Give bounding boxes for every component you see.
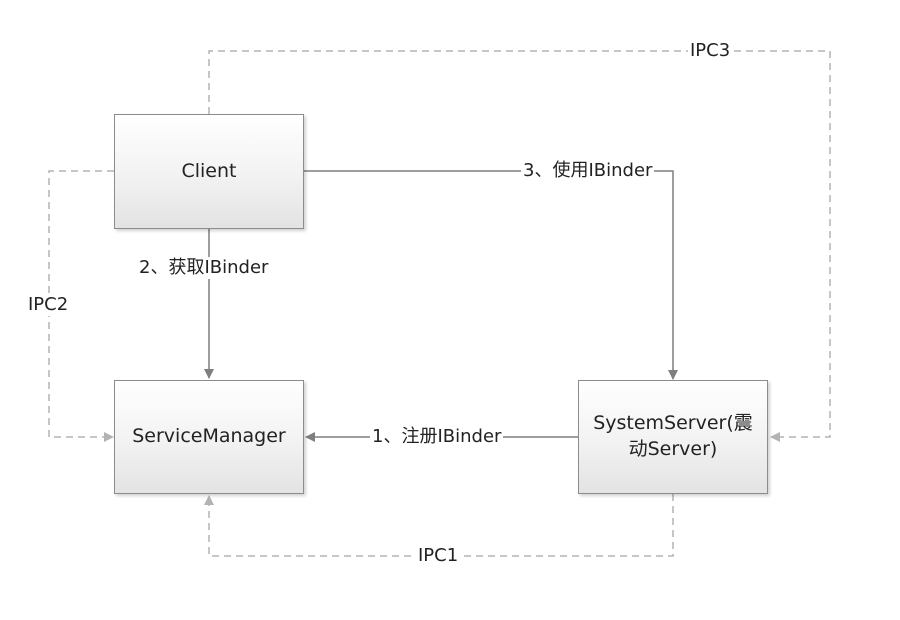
node-system-server-label-line2: 动Server): [593, 437, 753, 463]
edge-use-line: [304, 171, 673, 379]
edge-register-label: 1、注册IBinder: [370, 426, 503, 448]
edge-ipc3-label: IPC3: [688, 40, 732, 62]
edge-ipc1-label: IPC1: [416, 545, 460, 567]
node-client-label: Client: [181, 159, 236, 185]
edge-use-label: 3、使用IBinder: [521, 160, 654, 182]
edge-get-label: 2、获取IBinder: [137, 257, 270, 279]
node-client: Client: [114, 114, 304, 229]
edge-ipc2-label: IPC2: [26, 294, 70, 316]
node-service-manager: ServiceManager: [114, 380, 304, 494]
node-service-manager-label: ServiceManager: [132, 424, 286, 450]
node-system-server: SystemServer(震 动Server): [578, 380, 768, 494]
node-system-server-label-line1: SystemServer(震: [593, 411, 753, 437]
